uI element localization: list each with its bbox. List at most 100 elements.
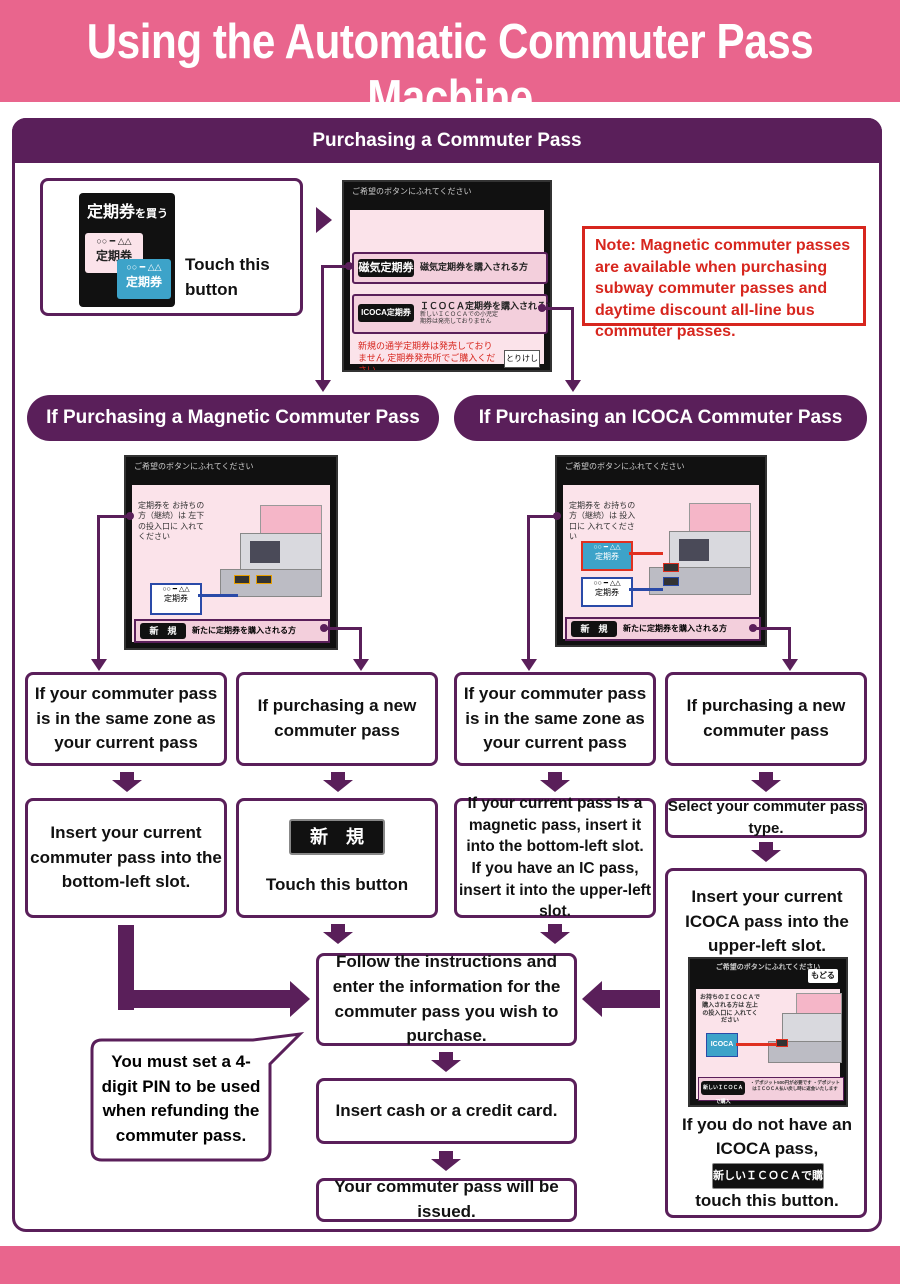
new-icoca-option[interactable]: 新しいＩＣＯＣＡで購入 ・デポジット500円が必要です ・デポジットはＩＣＯＣＡ… (698, 1077, 844, 1105)
deposit-note: ・デポジット500円が必要です ・デポジットはＩＣＯＣＡ払い戻し時に返金いたしま… (750, 1080, 840, 1091)
screen-header: ご希望のボタンにふれてください (134, 462, 254, 471)
screen-body: 定期券を お持ちの方（継続）は 投入口に 入れてください ○○ ━ △△ 定期券… (563, 485, 761, 641)
connector-line (571, 307, 574, 383)
icoca-screen: ご希望のボタンにふれてください 定期券を お持ちの方（継続）は 投入口に 入れて… (555, 455, 767, 647)
selection-screen: ご希望のボタンにふれてください 磁気定期券 磁気定期券を購入される方 ICOCA… (342, 180, 552, 372)
connector-dot (345, 262, 353, 270)
screen-body: お持ちのＩＣＯＣＡで 購入される方は 左上の投入口に 入れてください ICOCA… (696, 989, 844, 1105)
arrow-right-icon (290, 981, 310, 1017)
insert-current-text: Insert your current commuter pass into t… (30, 823, 222, 892)
arrow-down-icon (540, 780, 570, 792)
insert-arrow-blue (629, 588, 663, 591)
connector-line (321, 265, 324, 383)
magnetic-availability-note: Note: Magnetic commuter passes are avail… (582, 226, 866, 340)
new-purchase-option[interactable]: 新 規 新たに定期券を購入される方 (565, 617, 761, 641)
same-zone-text: If your commuter pass is in the same zon… (463, 684, 647, 753)
connector-line (359, 627, 362, 662)
arrow-down-icon (112, 780, 142, 792)
new-button[interactable]: 新 規 (571, 621, 617, 637)
arrow-down-icon (91, 659, 107, 671)
ticket-machine-icon (764, 993, 842, 1069)
insert-icoca-text: Insert your current ICOCA pass into the … (685, 887, 849, 956)
pass-issued-text: Your commuter pass will be issued. (334, 1177, 559, 1221)
arrow-down-icon (315, 380, 331, 392)
touch-new-button-box: 新 規 Touch this button (236, 798, 438, 918)
arrow-down-icon (439, 1052, 453, 1060)
icoca-insert-screen: ご希望のボタンにふれてください もどる お持ちのＩＣＯＣＡで 購入される方は 左… (688, 957, 848, 1107)
pass-issued-box: Your commuter pass will be issued. (316, 1177, 577, 1222)
new-icoca-button-image: 新しいＩＣＯＣＡで購入 (712, 1163, 824, 1206)
flow-arrow-left-branch (118, 925, 134, 1010)
arrow-down-icon (540, 932, 570, 944)
icoca-card-icon: ICOCA (706, 1033, 738, 1057)
same-zone-text: If your commuter pass is in the same zon… (34, 684, 218, 753)
card2-text: ○○ ━ △△ (593, 580, 621, 587)
no-icoca-text: If you do not have an ICOCA pass, (681, 1115, 852, 1158)
start-box: 定期券を買う ○○ ━ △△ 定期券 ○○ ━ △△ 定期券 Touch thi… (40, 178, 303, 316)
pin-note: You must set a 4-digit PIN to be used wh… (101, 1052, 261, 1145)
follow-instructions-box: Follow the instructions and enter the in… (316, 952, 577, 1046)
magnetic-screen: ご希望のボタンにふれてください 定期券を お持ちの方（継続）は 左下の投入口に … (124, 455, 338, 650)
screen-header: ご希望のボタンにふれてください (352, 187, 472, 196)
magnetic-pass-button[interactable]: 磁気定期券 (358, 259, 414, 277)
icoca-option-subtext: 新しいＩＣＯＣＡでの小児定期券は発売しておりません (420, 312, 499, 326)
back-button[interactable]: もどる (808, 969, 838, 983)
arrow-down-icon (323, 932, 353, 944)
new-pass-text: If purchasing a new commuter pass (257, 696, 417, 740)
touch-this-button-text: touch this button. (695, 1191, 839, 1210)
screen-body: 定期券を お持ちの方（継続）は 左下の投入口に 入れてください ○○ ━ △△ … (132, 485, 330, 643)
arrow-down-icon (331, 924, 345, 932)
magnetic-card-icon: ○○ ━ △△ 定期券 (581, 577, 633, 607)
connector-line (527, 515, 530, 662)
icoca-option[interactable]: ICOCA定期券 ＩＣＯＣＡ定期券を購入される方 新しいＩＣＯＣＡでの小児定期券… (352, 294, 550, 334)
connector-line (97, 515, 130, 518)
pin-callout-bubble (90, 1031, 305, 1162)
magnetic-option[interactable]: 磁気定期券 磁気定期券を購入される方 (352, 252, 548, 284)
new-purchase-option[interactable]: 新 規 新たに定期券を購入される方 (134, 619, 330, 643)
icoca-pass-button[interactable]: ICOCA定期券 (358, 304, 414, 322)
connector-line (97, 515, 100, 662)
arrow-down-icon (759, 842, 773, 850)
new-icoca-button[interactable]: 新しいＩＣＯＣＡで購入 (701, 1081, 745, 1105)
select-pass-type-box: Select your commuter pass type. (665, 798, 867, 838)
card2-label: 定期券 (595, 588, 619, 598)
select-type-text: Select your commuter pass type. (668, 798, 864, 837)
card1-text: ○○ ━ △△ (96, 236, 132, 246)
new-option-text: 新たに定期券を購入される方 (623, 624, 727, 633)
arrow-down-icon (751, 780, 781, 792)
insert-arrow-red (629, 552, 663, 555)
insert-cash-box: Insert cash or a credit card. (316, 1078, 577, 1144)
new-pass-text: If purchasing a new commuter pass (686, 696, 846, 740)
card-ic-icon: ○○ ━ △△ 定期券 (117, 259, 171, 299)
insert-mag-or-ic-box: If your current pass is a magnetic pass,… (454, 795, 656, 920)
ticket-machine-icon (645, 503, 753, 603)
connector-line (527, 515, 557, 518)
screen-header: ご希望のボタンにふれてください (715, 964, 821, 971)
arrow-down-icon (431, 1159, 461, 1171)
new-button[interactable]: 新 規 (140, 623, 186, 639)
card2-text: ○○ ━ △△ (126, 262, 162, 272)
magnetic-branch-header: If Purchasing a Magnetic Commuter Pass (27, 395, 439, 441)
card1-text: ○○ ━ △△ (593, 544, 621, 551)
arrow-down-icon (751, 850, 781, 862)
screen-header: ご希望のボタンにふれてください (565, 462, 685, 471)
screen-instruction: 定期券を お持ちの方（継続）は 左下の投入口に 入れてください (138, 501, 205, 542)
screen-instruction: 定期券を お持ちの方（継続）は 投入口に 入れてください (569, 501, 636, 542)
connector-line (788, 627, 791, 662)
arrow-down-icon (782, 659, 798, 671)
connector-line (542, 307, 574, 310)
card2-label: 定期券 (125, 274, 162, 289)
magnetic-card-icon: ○○ ━ △△ 定期券 (150, 583, 202, 615)
insert-arrow-red (736, 1043, 776, 1046)
arrow-right-icon (316, 207, 332, 233)
connector-dot (126, 512, 134, 520)
arrow-down-icon (120, 772, 134, 780)
bottom-band (0, 1246, 900, 1284)
arrow-down-icon (331, 772, 345, 780)
ic-card-icon: ○○ ━ △△ 定期券 (581, 541, 633, 571)
icoca-new-pass-box: If purchasing a new commuter pass (665, 672, 867, 766)
connector-line (321, 265, 349, 268)
arrow-down-icon (759, 772, 773, 780)
arrow-down-icon (431, 1060, 461, 1072)
cancel-button[interactable]: とりけし (504, 350, 540, 368)
